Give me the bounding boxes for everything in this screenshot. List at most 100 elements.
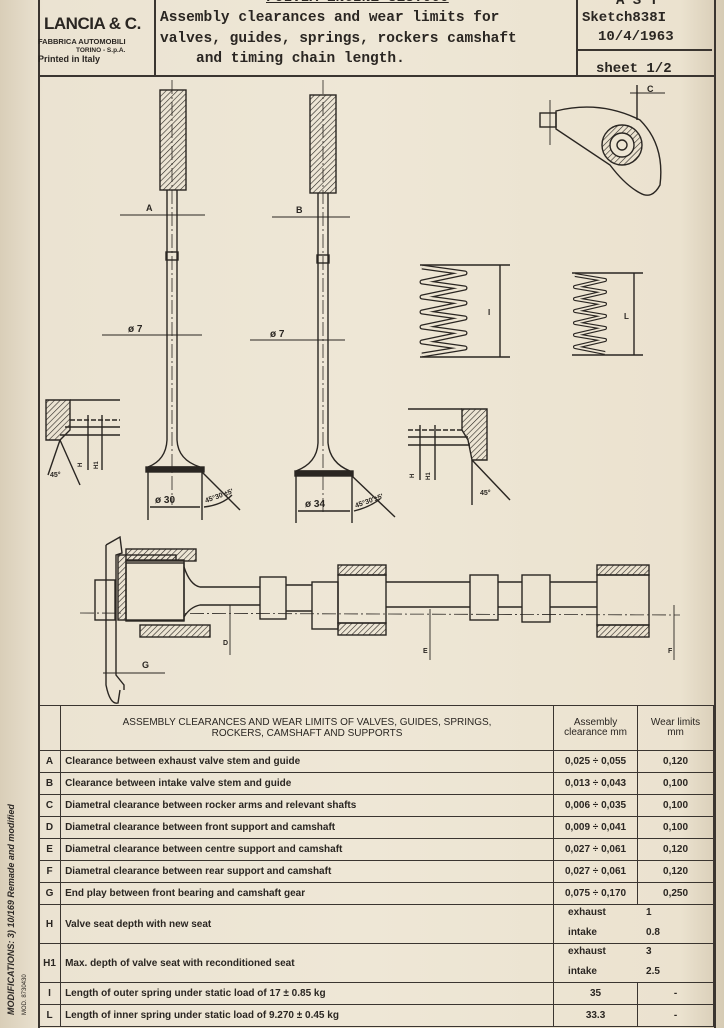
label-e: E <box>423 648 428 655</box>
sketch-number: Sketch838I <box>582 10 667 26</box>
label-stem-diameter: ø 7 <box>270 329 285 340</box>
camshaft-drawing: G D E F <box>79 535 681 704</box>
outer-spring-drawing: I <box>419 264 510 358</box>
label-h1: H1 <box>94 461 100 469</box>
title-line: valves, guides, springs, rockers camshaf… <box>160 31 517 47</box>
company-sub: FABBRICA AUTOMOBILI <box>38 37 126 46</box>
ref-code: A S T <box>616 0 659 9</box>
label-head-diameter: ø 34 <box>305 499 325 510</box>
row-wear: 0,100 <box>637 794 714 817</box>
label-d: D <box>223 640 228 647</box>
row-values: exhaust 1 intake 0.8 <box>553 904 714 944</box>
row-wear: 0,120 <box>637 860 714 883</box>
intake-label: intake <box>568 966 597 977</box>
intake-valve-drawing: B ø 7 ø 34 45°30'±5' <box>250 80 396 523</box>
row-description: End play between front bearing and camsh… <box>60 882 555 905</box>
row-description: Max. depth of valve seat with reconditio… <box>60 943 555 983</box>
label-h: H <box>78 463 84 467</box>
row-wear: 0,100 <box>637 816 714 839</box>
row-wear: 0,120 <box>637 750 714 773</box>
row-letter: G <box>37 882 62 905</box>
title-line: and timing chain length. <box>196 51 405 67</box>
label-h1: H1 <box>426 472 432 480</box>
intake-value: 2.5 <box>646 966 660 977</box>
row-letter: I <box>37 982 62 1005</box>
row-letter: C <box>37 794 62 817</box>
company-logo: LANCIA & C. FABBRICA AUTOMOBILI TORINO -… <box>38 0 156 75</box>
row-description: Diametral clearance between front suppor… <box>60 816 555 839</box>
label-l: L <box>624 312 629 321</box>
intake-seat-detail: 45° H H1 <box>408 408 511 505</box>
row-description: Valve seat depth with new seat <box>60 904 555 944</box>
row-assembly: 35 <box>553 982 639 1005</box>
row-assembly: 0,006 ÷ 0,035 <box>553 794 639 817</box>
label-g: G <box>142 660 149 670</box>
row-description: Diametral clearance between centre suppo… <box>60 838 555 861</box>
exhaust-value: 1 <box>646 907 652 918</box>
row-letter: E <box>37 838 62 861</box>
company-city: TORINO - S.p.A. <box>76 47 126 54</box>
row-assembly: 0,075 ÷ 0,170 <box>553 882 639 905</box>
exhaust-valve-drawing: A ø 7 ø 30 45°30'±5' <box>102 80 241 520</box>
margin-form-code: MOD. 8730430 <box>22 974 28 1015</box>
table-header: ASSEMBLY CLEARANCES AND WEAR LIMITS OF V… <box>37 705 714 751</box>
row-wear: - <box>637 982 714 1005</box>
label-a: A <box>146 203 153 213</box>
sheet-number: sheet 1/2 <box>596 61 672 77</box>
label-seat-angle: 45° <box>480 489 491 497</box>
col-assembly: Assembly clearance mm <box>553 705 639 751</box>
table-title-line: ASSEMBLY CLEARANCES AND WEAR LIMITS OF V… <box>122 717 492 728</box>
sheet-box: sheet 1/2 <box>578 49 712 77</box>
row-assembly: 33.3 <box>553 1004 639 1027</box>
table-row: H Valve seat depth with new seat exhaust… <box>37 904 714 944</box>
row-description: Length of outer spring under static load… <box>60 982 555 1005</box>
row-letter: D <box>37 816 62 839</box>
page-frame <box>38 0 716 1028</box>
exhaust-label: exhaust <box>568 907 606 918</box>
row-description: Clearance between intake valve stem and … <box>60 772 555 795</box>
label-seat-angle: 45° <box>50 471 61 479</box>
exhaust-label: exhaust <box>568 946 606 957</box>
date: 10/4/1963 <box>598 29 674 45</box>
row-description: Length of inner spring under static load… <box>60 1004 555 1027</box>
row-description: Clearance between exhaust valve stem and… <box>60 750 555 773</box>
row-letter: H1 <box>37 943 62 983</box>
row-assembly: 0,025 ÷ 0,055 <box>553 750 639 773</box>
intake-value: 0.8 <box>646 927 660 938</box>
label-f: F <box>668 648 673 655</box>
row-letter: B <box>37 772 62 795</box>
inner-spring-drawing: L <box>572 272 643 356</box>
row-letter: H <box>37 904 62 944</box>
clearances-table: ASSEMBLY CLEARANCES AND WEAR LIMITS OF V… <box>37 705 714 1027</box>
row-assembly: 0,027 ÷ 0,061 <box>553 838 639 861</box>
exhaust-seat-detail: 45° H H1 <box>45 399 120 486</box>
margin-modifications-note: MODIFICATIONS: 3) 10/169 Remade and modi… <box>6 804 16 1015</box>
row-values: exhaust 3 intake 2.5 <box>553 943 714 983</box>
label-i: I <box>488 308 490 317</box>
row-assembly: 0,013 ÷ 0,043 <box>553 772 639 795</box>
table-title: ASSEMBLY CLEARANCES AND WEAR LIMITS OF V… <box>60 705 555 751</box>
table-row: H1 Max. depth of valve seat with recondi… <box>37 943 714 983</box>
label-seat-angle: 45°30'±5' <box>354 492 385 510</box>
row-wear: 0,250 <box>637 882 714 905</box>
label-b: B <box>296 205 303 215</box>
row-assembly: 0,009 ÷ 0,041 <box>553 816 639 839</box>
row-description: Diametral clearance between rear support… <box>60 860 555 883</box>
table-title-line: ROCKERS, CAMSHAFT AND SUPPORTS <box>211 728 403 739</box>
row-wear: 0,120 <box>637 838 714 861</box>
engine-title: FULVIA ENGINE 818.000 <box>266 0 449 8</box>
row-letter: A <box>37 750 62 773</box>
technical-drawing: A ø 7 ø 30 45°30'±5' B ø 7 ø 34 45°30'±5… <box>45 80 681 704</box>
row-letter: L <box>37 1004 62 1027</box>
reference-box: A S T Sketch838I 10/4/1963 sheet 1/2 <box>578 0 712 77</box>
row-wear: - <box>637 1004 714 1027</box>
